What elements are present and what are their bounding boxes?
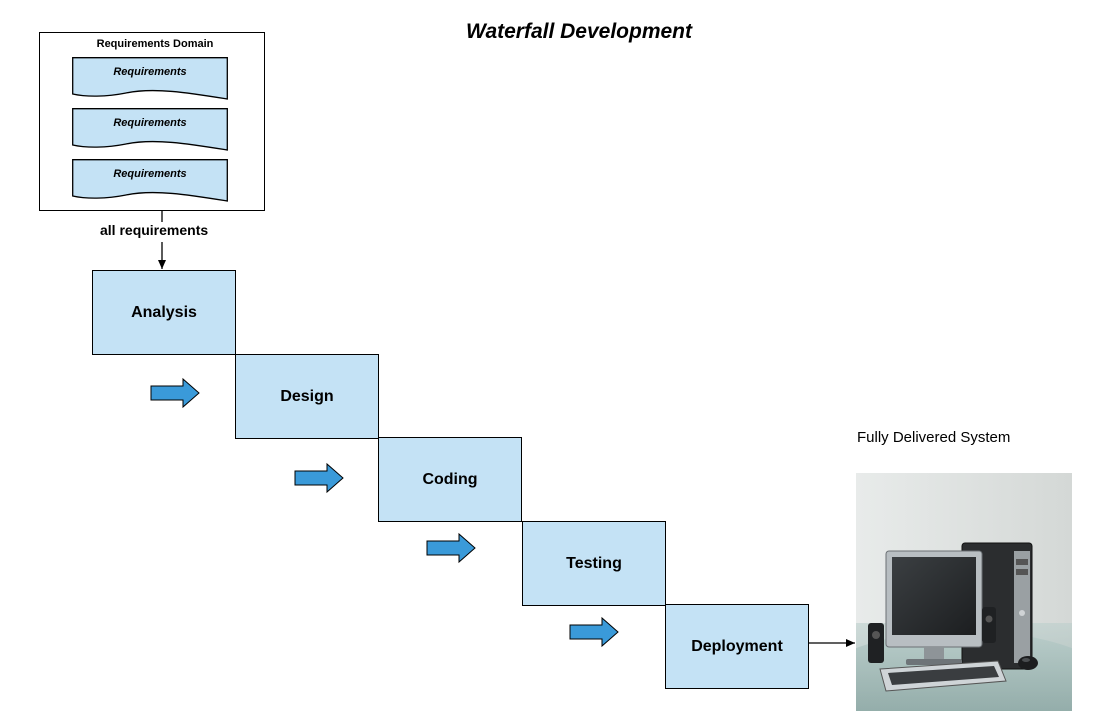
flow-arrow-4 — [569, 616, 619, 648]
flow-arrow-2 — [294, 462, 344, 494]
requirements-domain-label: Requirements Domain — [96, 38, 214, 50]
requirements-document-3: Requirements — [72, 159, 228, 205]
stage-testing: Testing — [522, 521, 666, 606]
flow-arrow-3 — [426, 532, 476, 564]
flow-arrow-1 — [150, 377, 200, 409]
all-requirements-label: all requirements — [100, 222, 209, 238]
requirements-document-1: Requirements — [72, 57, 228, 103]
delivered-system-label: Fully Delivered System — [857, 429, 1011, 446]
requirements-document-2: Requirements — [72, 108, 228, 154]
document-shape — [72, 57, 228, 100]
requirements-document-1-label: Requirements — [113, 66, 187, 78]
document-shape — [72, 159, 228, 202]
desktop-computer-icon — [856, 473, 1072, 711]
stage-deployment: Deployment — [665, 604, 809, 689]
diagram-title: Waterfall Development — [466, 20, 693, 43]
stage-design: Design — [235, 354, 379, 439]
requirements-document-2-label: Requirements — [113, 117, 187, 129]
requirements-document-3-label: Requirements — [113, 168, 187, 180]
document-shape — [72, 108, 228, 151]
stage-analysis: Analysis — [92, 270, 236, 355]
stage-coding: Coding — [378, 437, 522, 522]
computer-photo — [856, 473, 1072, 711]
